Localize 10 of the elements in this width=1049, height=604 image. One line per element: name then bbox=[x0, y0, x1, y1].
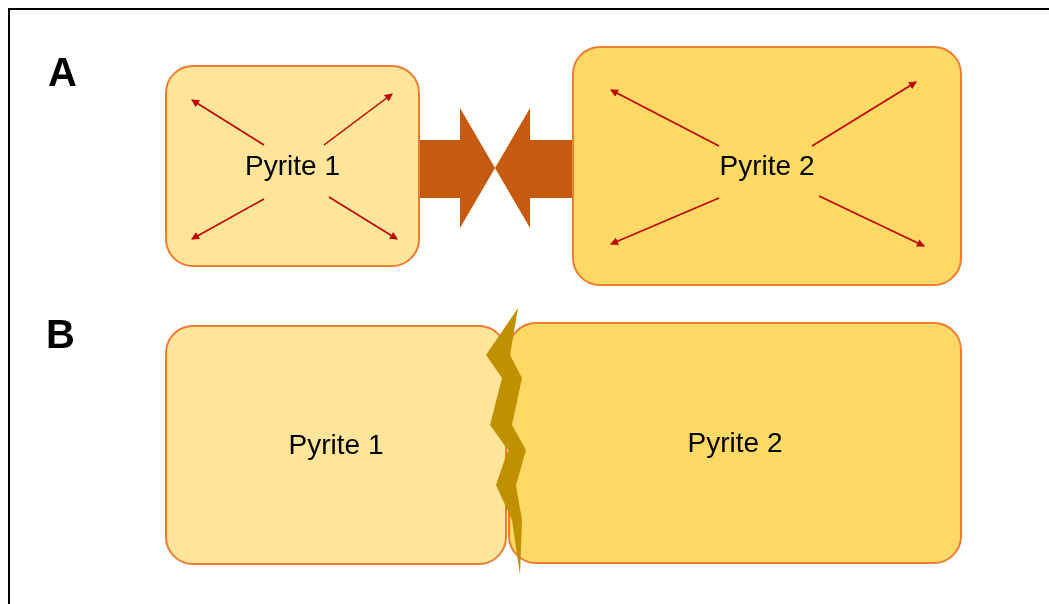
box-label: Pyrite 1 bbox=[288, 429, 384, 461]
panel-letter: A bbox=[48, 50, 77, 95]
box-label: Pyrite 1 bbox=[245, 150, 340, 182]
rounded-box bbox=[165, 65, 420, 267]
rounded-box bbox=[572, 46, 962, 286]
rounded-box bbox=[165, 325, 507, 565]
panel-letter: B bbox=[46, 312, 75, 357]
box-label: Pyrite 2 bbox=[719, 150, 815, 182]
rounded-box bbox=[508, 322, 962, 564]
box-label: Pyrite 2 bbox=[687, 427, 783, 459]
